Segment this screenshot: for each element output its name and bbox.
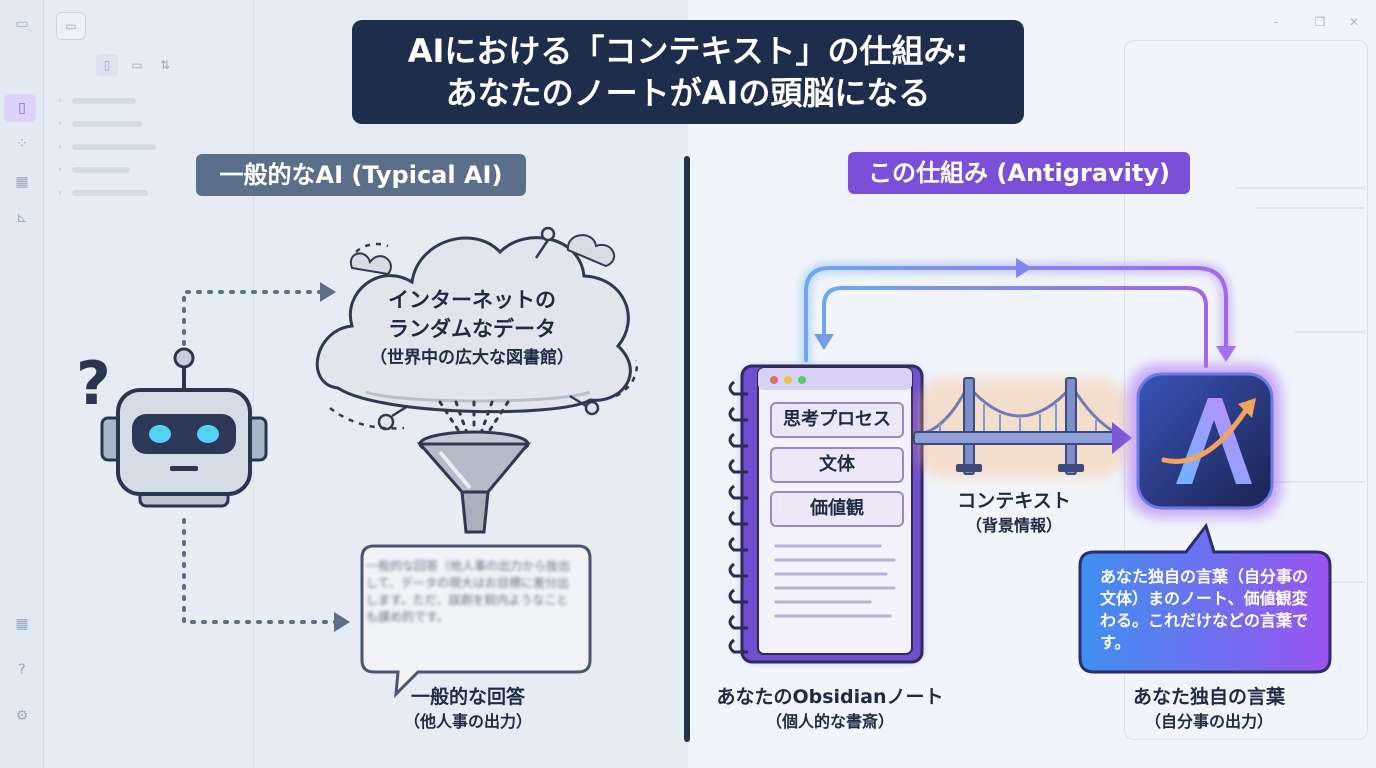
notebook-item-writing-style: 文体 [770, 447, 904, 483]
loop-arrow-head-right [1216, 346, 1236, 362]
title-line-1: AIにおける「コンテキスト」の仕組み: [407, 32, 969, 70]
tree-item[interactable]: › [58, 188, 148, 198]
notebook-item-values: 価値観 [770, 491, 904, 527]
daily-note-icon[interactable]: ▦ [15, 616, 29, 632]
cloud-line-2: ランダムなデータ [388, 317, 556, 341]
notebook-caption-sub: （個人的な書斎） [765, 712, 894, 731]
antigravity-label: この仕組み (Antigravity) [848, 152, 1190, 194]
loop-arrow-head-left [814, 334, 834, 350]
ai-caption-main: あなた独自の言葉 [1132, 686, 1285, 708]
sort-icon[interactable]: ⇅ [159, 58, 171, 72]
title-line-2: あなたのノートがAIの頭脳になる [445, 74, 931, 112]
arrow-head-to-cloud [320, 282, 336, 302]
cloud-label: インターネットの ランダムなデータ （世界中の広大な図書館） [340, 286, 604, 372]
tree-item[interactable]: › [58, 165, 130, 175]
calendar-icon[interactable]: ▦ [15, 174, 29, 190]
close-icon[interactable]: ✕ [1348, 15, 1360, 29]
generic-answer-caption: 一般的な回答 （他人事の出力） [366, 684, 570, 734]
notebook-caption-main: あなたのObsidianノート [716, 686, 944, 708]
context-loop-arrows [800, 262, 1232, 368]
file-explorer-pane [44, 0, 254, 768]
file-icon[interactable]: ▯ [18, 100, 26, 116]
diagram-title: AIにおける「コンテキスト」の仕組み: あなたのノートがAIの頭脳になる [352, 20, 1024, 124]
ai-output-text: あなた独自の言葉（自分事の文体）まのノート、価値観変わる。これだけなどの言葉です… [1100, 567, 1309, 652]
minimize-icon[interactable]: – [1273, 15, 1279, 29]
tree-item[interactable]: › [58, 142, 156, 152]
generic-answer-caption-sub: （他人事の出力） [403, 712, 532, 731]
settings-gear-icon[interactable]: ⚙ [15, 708, 29, 724]
typical-ai-label: 一般的なAI (Typical AI) [196, 154, 526, 196]
robot-icon [100, 347, 268, 508]
funnel-icon [416, 430, 532, 534]
tree-item[interactable]: › [58, 119, 142, 129]
folder-tab-icon[interactable]: ▭ [56, 12, 86, 40]
loop-arrow-head-top [1016, 258, 1032, 278]
generic-answer-caption-main: 一般的な回答 [410, 686, 525, 708]
flow-arrows-left [182, 290, 340, 624]
notebook-item-thinking-process: 思考プロセス [770, 402, 904, 438]
new-folder-icon[interactable]: ▭ [131, 58, 143, 72]
cloud-line-3: （世界中の広大な図書館） [370, 348, 574, 368]
tree-item[interactable]: › [58, 96, 136, 106]
context-bridge-sub: （背景情報） [965, 516, 1062, 535]
context-bridge-main: コンテキスト [957, 490, 1071, 512]
ribbon-active-highlight [4, 94, 36, 122]
context-bridge-label: コンテキスト （背景情報） [934, 488, 1094, 538]
new-note-icon[interactable]: ▯ [96, 54, 118, 76]
ai-caption: あなた独自の言葉 （自分事の出力） [1104, 684, 1314, 734]
sidebar-toggle-icon[interactable]: ▭ [15, 16, 29, 32]
cloud-line-1: インターネットの [388, 288, 556, 312]
generic-answer-bubble [360, 544, 592, 698]
maximize-icon[interactable]: ❐ [1314, 15, 1326, 29]
graph-icon[interactable]: ⁘ [16, 136, 28, 152]
generic-answer-text: 一般的な回答（他人事の出力から抜出して、データの現大はお目標に差分出します。ただ… [366, 559, 571, 624]
notebook-caption: あなたのObsidianノート （個人的な書斎） [700, 684, 960, 734]
cloud-icon [315, 226, 639, 446]
ai-logo-icon [1128, 364, 1282, 518]
ai-caption-sub: （自分事の出力） [1144, 712, 1273, 731]
help-icon[interactable]: ? [18, 662, 26, 678]
chart-icon[interactable]: ⊾ [16, 210, 28, 226]
ai-output-bubble [1078, 522, 1332, 674]
question-mark-icon: ? [76, 349, 111, 419]
arrow-head-to-bubble [334, 612, 350, 632]
section-divider [684, 156, 690, 742]
bridge-icon [913, 377, 1132, 478]
app-ribbon: ▭ ▯ ⁘ ▦ ⊾ ▦ ? ⚙ [0, 0, 44, 768]
